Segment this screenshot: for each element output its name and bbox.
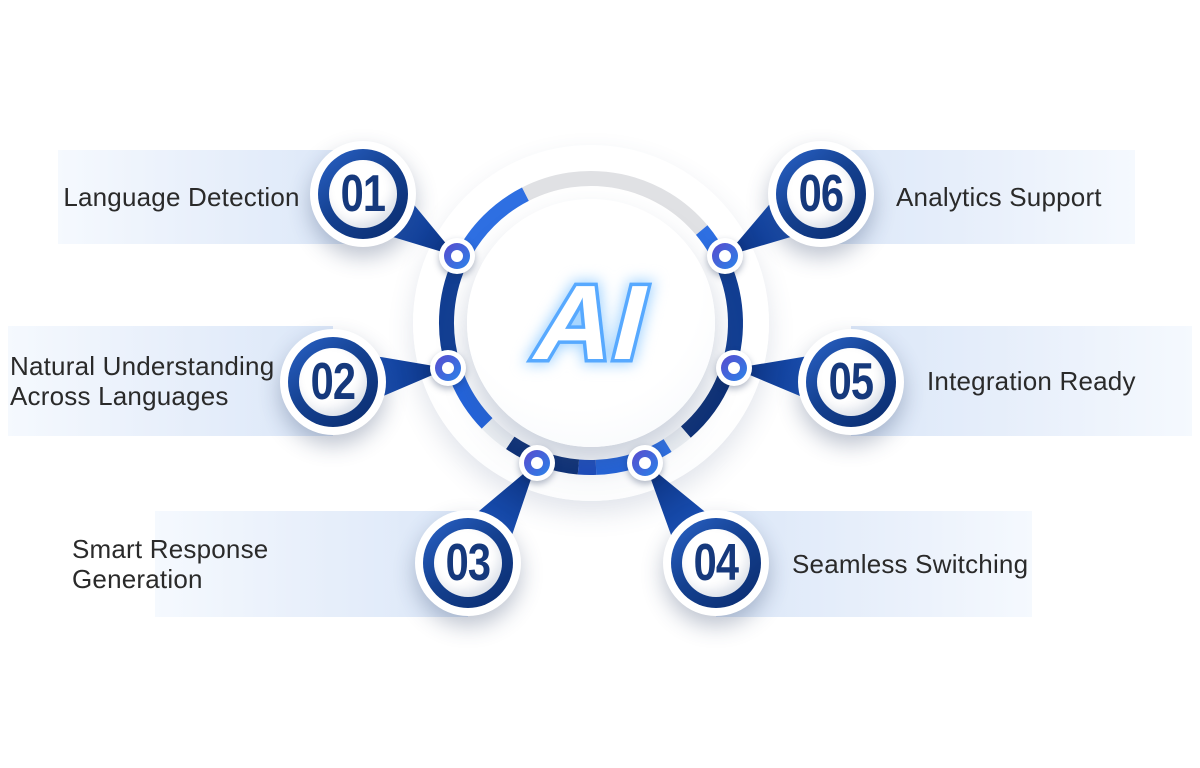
badge-ring: 03 (423, 518, 513, 608)
badge-06: 06 (768, 141, 874, 247)
label-integration-ready: Integration Ready (927, 366, 1136, 396)
badge-ring: 01 (318, 149, 408, 239)
badge-number: 06 (798, 165, 844, 223)
badge-inner: 04 (682, 529, 750, 597)
ring-node-4 (627, 445, 663, 481)
ring-node-dot (728, 362, 740, 374)
ring-node-ring (444, 243, 470, 269)
label-seamless-switching: Seamless Switching (792, 549, 1029, 579)
badge-ring: 06 (776, 149, 866, 239)
badge-inner: 03 (434, 529, 502, 597)
ring-node-5 (716, 350, 752, 386)
label-natural-understanding: Natural Understanding Across Languages (10, 351, 275, 411)
badge-01: 01 (310, 141, 416, 247)
badge-number: 01 (340, 165, 386, 223)
ai-title: AI AI AI (491, 253, 691, 393)
badge-number: 03 (445, 534, 491, 592)
ring-node-3 (519, 445, 555, 481)
badge-05: 05 (798, 329, 904, 435)
ring-node-ring (524, 450, 550, 476)
badge-inner: 06 (787, 160, 855, 228)
ring-node-dot (719, 250, 731, 262)
ring-node-ring (632, 450, 658, 476)
badge-inner: 01 (329, 160, 397, 228)
label-language-detection: Language Detection (63, 182, 300, 212)
ring-node-dot (451, 250, 463, 262)
ring-node-2 (430, 350, 466, 386)
banner-natural-understanding (8, 326, 333, 436)
label-analytics-support: Analytics Support (896, 182, 1102, 212)
badge-number: 02 (310, 353, 356, 411)
label-smart-response: Smart Response Generation (72, 534, 269, 594)
center-inner-disc: AI AI AI (467, 199, 715, 447)
ring-node-1 (439, 238, 475, 274)
ring-node-dot (442, 362, 454, 374)
ring-node-ring (435, 355, 461, 381)
banner-integration-ready (851, 326, 1192, 436)
badge-ring: 04 (671, 518, 761, 608)
ring-node-dot (531, 457, 543, 469)
badge-inner: 05 (817, 348, 885, 416)
ring-node-ring (712, 243, 738, 269)
badge-number: 04 (693, 534, 739, 592)
badge-inner: 02 (299, 348, 367, 416)
ring-node-dot (639, 457, 651, 469)
ai-title-fill: AI (532, 263, 650, 382)
ring-node-ring (721, 355, 747, 381)
badge-number: 05 (828, 353, 874, 411)
badge-ring: 02 (288, 337, 378, 427)
badge-03: 03 (415, 510, 521, 616)
badge-04: 04 (663, 510, 769, 616)
badge-ring: 05 (806, 337, 896, 427)
ring-node-6 (707, 238, 743, 274)
badge-02: 02 (280, 329, 386, 435)
